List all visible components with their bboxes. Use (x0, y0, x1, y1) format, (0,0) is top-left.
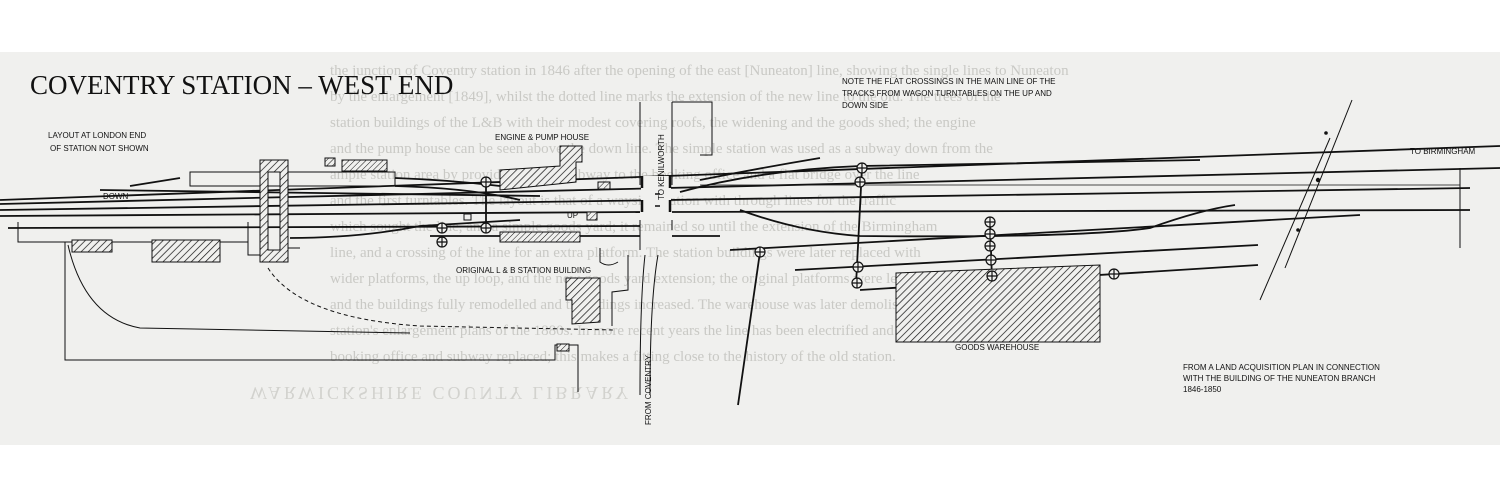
source-line-3: 1846-1850 (1183, 385, 1222, 394)
page-title: COVENTRY STATION – WEST END (30, 70, 453, 100)
wagon-turntable (984, 240, 996, 252)
wagon-turntable (984, 216, 996, 228)
down-siding-west (99, 189, 541, 197)
show-through-line: booking office and subway replaced; this… (330, 349, 896, 365)
buildings (71, 145, 1101, 352)
show-through-line: station buildings of the L&B with their … (330, 115, 976, 131)
show-through-line: the junction of Coventry station in 1846… (330, 63, 1069, 79)
road-from-coventry-east (649, 254, 659, 396)
wagon-turntable (436, 236, 448, 248)
goods-line-2 (794, 244, 1259, 271)
show-through-line: by the enlargement [1849], whilst the do… (330, 89, 1001, 105)
wagon-turntables (436, 162, 1120, 289)
down-platform-outline (17, 222, 249, 243)
engine-house-siding (394, 185, 521, 201)
main-line-up-1 (0, 145, 1500, 201)
goods-line-1 (729, 214, 1361, 251)
down-side-building-1 (71, 239, 113, 253)
engine-house-label: ENGINE & PUMP HOUSE (495, 133, 589, 142)
wagon-turntable (984, 228, 996, 240)
original-station-building (565, 277, 601, 325)
source-line-1: FROM A LAND ACQUISITION PLAN IN CONNECTI… (1183, 363, 1380, 372)
south-boundary (64, 242, 579, 392)
layout-note-line-2: OF STATION NOT SHOWN (50, 144, 149, 153)
platform-outline (189, 171, 396, 187)
bridge-parapets (640, 176, 672, 212)
show-through-line: line, and a crossing of the line for an … (330, 245, 921, 261)
south-hut (556, 343, 570, 352)
wagon-turntable (854, 176, 866, 188)
dashed-extension-line (267, 267, 616, 331)
to-birmingham-label: TO BIRMINGHAM (1410, 147, 1476, 156)
wagon-turntable (985, 254, 997, 266)
note-line-1: NOTE THE FLAT CROSSINGS IN THE MAIN LINE… (842, 77, 1056, 86)
goods-warehouse (895, 264, 1101, 343)
bridge-abutment (639, 220, 673, 250)
goods-warehouse-label: GOODS WAREHOUSE (955, 343, 1039, 352)
boundary-lines (17, 99, 1461, 396)
note-line-2: TRACKS FROM WAGON TURNTABLES ON THE UP A… (842, 89, 1052, 98)
to-kenilworth-label: TO KENILWORTH (657, 134, 666, 200)
wagon-turntable (852, 261, 864, 273)
wagon-turntable (986, 270, 998, 282)
note-line-3: DOWN SIDE (842, 101, 888, 110)
road-diagonal-1 (1284, 99, 1353, 269)
wagon-turntable (754, 246, 766, 258)
up-line-label: UP (567, 211, 578, 220)
show-through-line: and the pump house can be seen above the… (330, 141, 993, 157)
kenilworth-plot (672, 101, 713, 156)
wagon-turntable (480, 222, 492, 234)
road-crossing-marks (1296, 131, 1328, 232)
road-from-coventry-west (639, 254, 646, 396)
wagon-turntable (1108, 268, 1120, 280)
main-line-down-1 (0, 187, 1471, 211)
building-edge (599, 248, 619, 266)
main-line-up-2 (0, 167, 1500, 205)
down-loop (7, 225, 641, 229)
source-line-2: WITH THE BUILDING OF THE NUNEATON BRANCH (1183, 374, 1376, 383)
show-through-line: wider platforms, the up loop, and the ne… (330, 271, 952, 287)
siding-spur (129, 177, 181, 187)
layout-note-line-1: LAYOUT AT LONDON END (48, 131, 146, 140)
up-platform-building (499, 231, 581, 243)
bay-siding (289, 219, 521, 239)
north-yard-road-2 (699, 157, 821, 181)
down-line-label: DOWN (103, 192, 129, 201)
curved-boundary (67, 244, 411, 334)
small-box (463, 213, 472, 221)
wagon-turntable (856, 162, 868, 174)
footbridge-building (259, 159, 289, 263)
original-building-label: ORIGINAL L & B STATION BUILDING (456, 266, 591, 275)
wagon-turntable (480, 176, 492, 188)
from-coventry-label: FROM COVENTRY (644, 354, 653, 425)
show-through-line: and the buildings fully remodelled and t… (330, 297, 958, 313)
north-yard-road (679, 159, 1201, 193)
small-hut-2 (597, 181, 611, 190)
plan-sheet: the junction of Coventry station in 1846… (0, 52, 1500, 445)
wagon-turntable (851, 277, 863, 289)
small-hut-1 (324, 157, 336, 167)
down-side-building-2 (151, 239, 221, 263)
up-side-hut (586, 211, 598, 221)
goods-loop (739, 204, 1236, 238)
wagon-turntable (436, 222, 448, 234)
south-siding (737, 251, 761, 406)
main-line-down-3 (671, 209, 1471, 213)
road-west-edge (611, 255, 629, 326)
engine-and-pump-house (499, 145, 583, 191)
bridge-gap (641, 176, 671, 220)
platform-building (341, 159, 388, 172)
main-line-down-2 (0, 211, 641, 217)
show-through-line: ample station area by providing only a s… (330, 167, 920, 183)
